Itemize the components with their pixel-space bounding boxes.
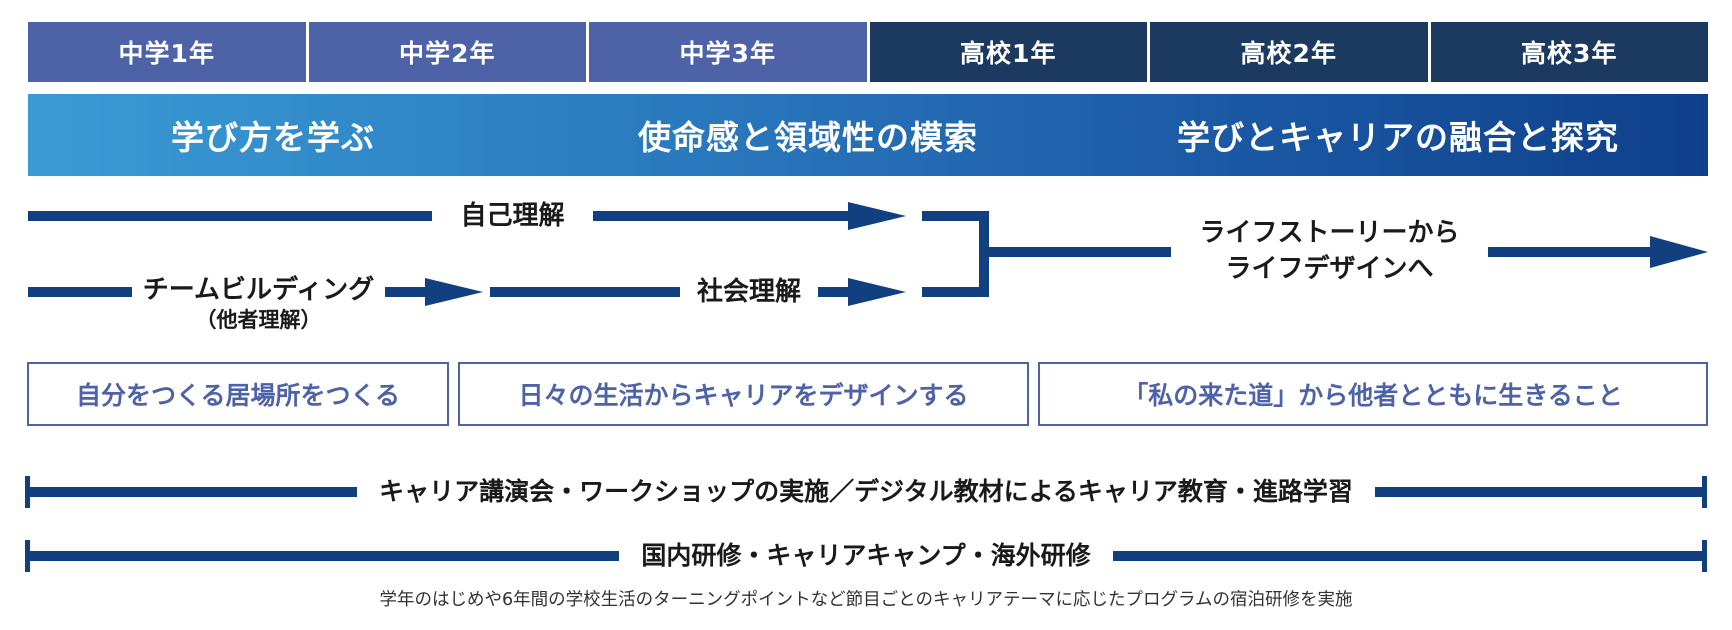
flow-bracket-bottom <box>922 287 987 297</box>
flow-lines <box>28 202 1708 306</box>
span-bar-2-right-cap <box>1702 540 1707 572</box>
grade-header-senior-1: 高校1年 <box>869 22 1147 82</box>
flow-arrow-life <box>1650 236 1708 268</box>
flow-bracket-top <box>922 211 987 221</box>
theme-phase-2: 使命感と領域性の模索 <box>638 118 978 157</box>
flow-line-social-left <box>490 287 680 297</box>
span-bar-1-right-cap <box>1702 476 1707 508</box>
flow-label-self-understanding: 自己理解 <box>460 201 565 231</box>
theme-bar: 学び方を学ぶ 使命感と領域性の模索 学びとキャリアの融合と探究 <box>28 94 1708 176</box>
grade-header-row: 中学1年 中学2年 中学3年 高校1年 高校2年 高校3年 <box>28 22 1708 82</box>
theme-phase-1: 学び方を学ぶ <box>171 118 375 157</box>
flow-label-team-building-sub: （他者理解） <box>195 308 322 332</box>
flow-label-team-building: チームビルディング <box>142 275 375 305</box>
span-label-2: 国内研修・キャリアキャンプ・海外研修 <box>619 541 1113 570</box>
span-label-1-wrapper: キャリア講演会・ワークショップの実施／デジタル教材によるキャリア教育・進路学習 <box>0 475 1732 509</box>
flow-arrow-team <box>425 278 483 306</box>
flow-line-team-left <box>28 287 132 297</box>
flow-line-life-right <box>1488 247 1653 257</box>
span-label-1: キャリア講演会・ワークショップの実施／デジタル教材によるキャリア教育・進路学習 <box>357 477 1375 506</box>
flow-label-life-story-2: ライフデザインへ <box>1225 254 1434 284</box>
goal-box-2: 日々の生活からキャリアをデザインする <box>458 362 1029 426</box>
flow-label-social-understanding: 社会理解 <box>696 277 801 307</box>
grade-header-junior-1: 中学1年 <box>28 22 306 82</box>
goal-box-1: 自分をつくる居場所をつくる <box>27 362 449 426</box>
span-label-2-wrapper: 国内研修・キャリアキャンプ・海外研修 <box>0 539 1732 573</box>
flow-arrow-social <box>848 278 906 306</box>
flow-bracket-vertical <box>979 211 989 297</box>
grade-header-senior-2: 高校2年 <box>1150 22 1428 82</box>
grade-header-senior-3: 高校3年 <box>1430 22 1708 82</box>
flow-line-life-left <box>989 247 1171 257</box>
flow-line-team-right <box>385 287 427 297</box>
flow-line-self-right <box>593 211 855 221</box>
theme-phase-3: 学びとキャリアの融合と探究 <box>1177 118 1619 157</box>
flow-diagram: 自己理解 チームビルディング （他者理解） 社会理解 ライフストーリーから ライ… <box>0 190 1732 340</box>
grade-header-junior-2: 中学2年 <box>308 22 586 82</box>
grade-header-junior-3: 中学3年 <box>589 22 867 82</box>
flow-line-social-right <box>818 287 856 297</box>
flow-line-self-left <box>28 211 432 221</box>
flow-label-life-story-1: ライフストーリーから <box>1199 218 1460 248</box>
footnote: 学年のはじめや6年間の学校生活のターニングポイントなど節目ごとのキャリアテーマに… <box>379 590 1353 610</box>
goal-box-3: 「私の来た道」から他者とともに生きること <box>1038 362 1708 426</box>
flow-arrow-self <box>848 202 906 230</box>
